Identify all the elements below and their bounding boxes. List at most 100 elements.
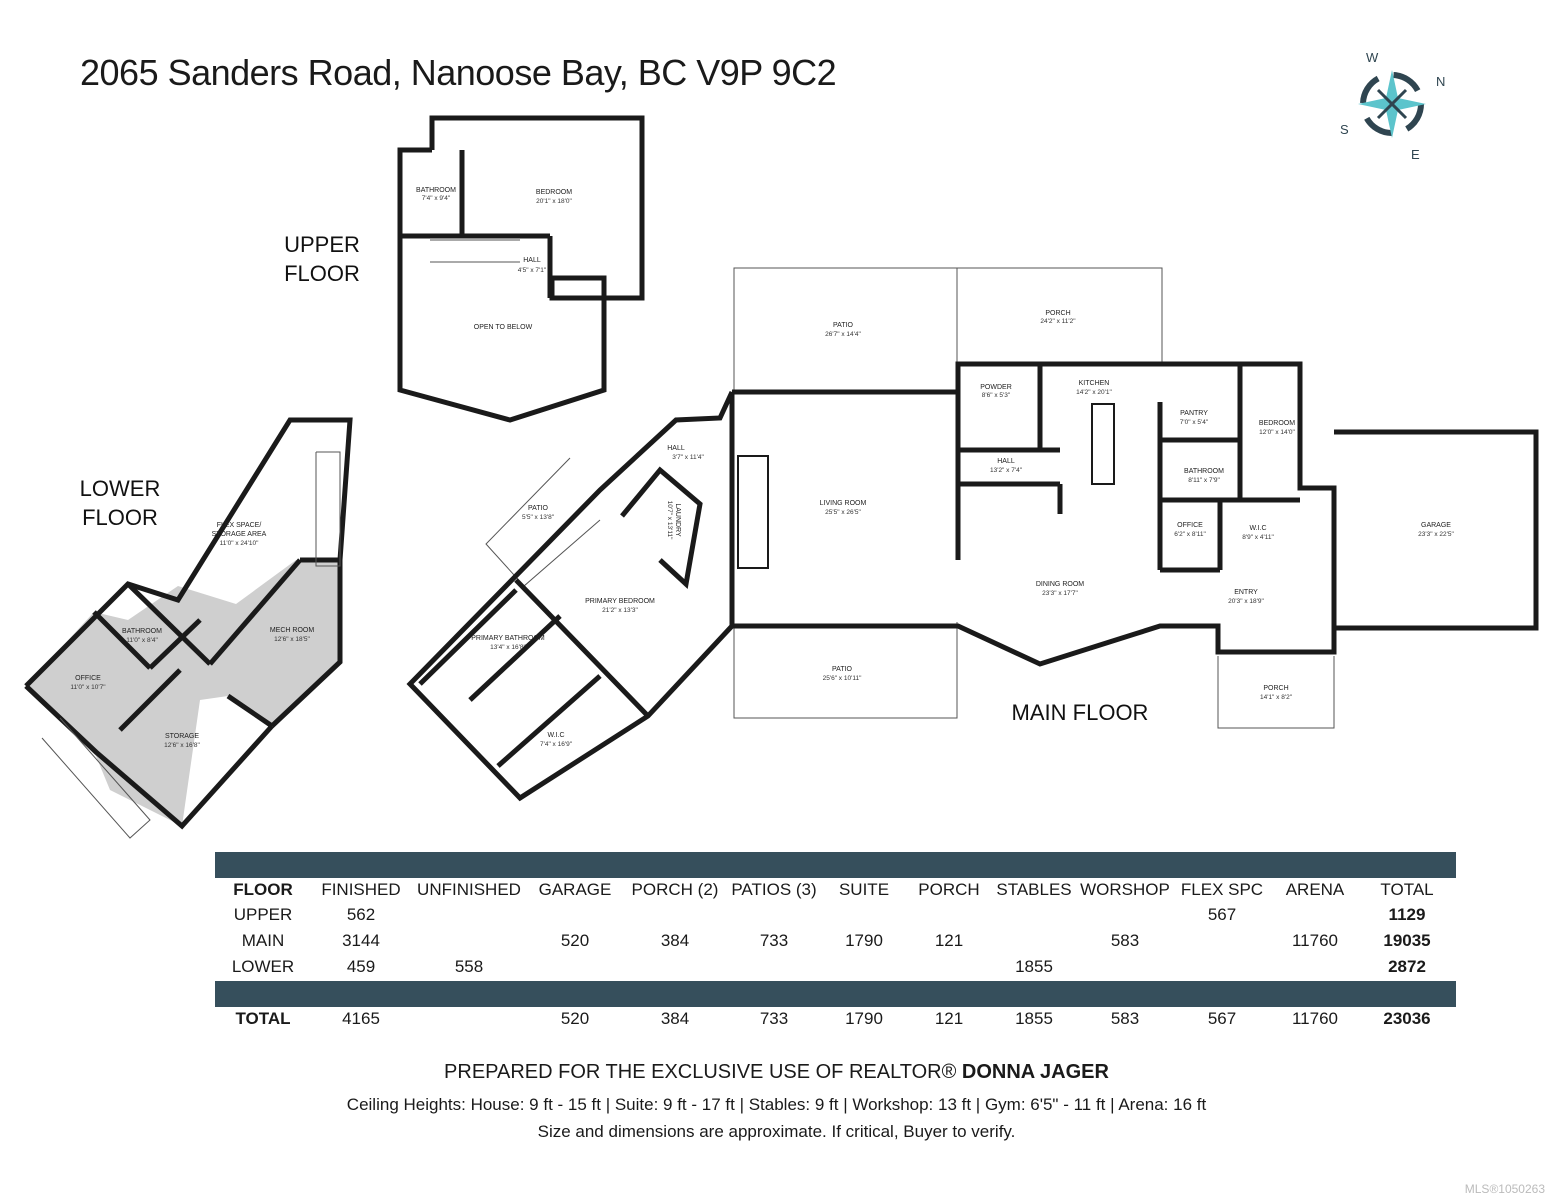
powder-label: POWDER (980, 384, 1012, 391)
flex-space-label-1: FLEX SPACE/ (217, 522, 262, 529)
primary-bedroom-dim: 21'2" x 13'3" (602, 607, 638, 614)
mech-room-dim: 12'6" x 18'5" (274, 636, 310, 643)
upper-bedroom-dim: 20'1" x 18'0" (536, 198, 572, 205)
porch-top-dim: 24'2" x 11'2" (1040, 318, 1076, 325)
garage-label: GARAGE (1421, 522, 1451, 529)
lower-office-dim: 11'0" x 10'7" (70, 684, 106, 691)
lower-floor-label-line2: FLOOR (82, 505, 158, 530)
table-header-cell: ARENA (1285, 880, 1345, 899)
upper-floor-plan: BATHROOM 7'4" x 9'4" BEDROOM 20'1" x 18'… (397, 115, 645, 423)
main-hall-left-dim: 3'7" x 11'4" (672, 454, 704, 461)
table-cell-total: 2872 (1388, 957, 1426, 976)
table-total-bar (215, 981, 1456, 1007)
main-hall-label: HALL (997, 458, 1015, 465)
property-address-title: 2065 Sanders Road, Nanoose Bay, BC V9P 9… (80, 52, 837, 93)
primary-bathroom-label: PRIMARY BATHROOM (471, 635, 545, 642)
open-to-below-label: OPEN TO BELOW (474, 324, 533, 331)
mech-room-label: MECH ROOM (270, 627, 315, 634)
table-cell: 567 (1207, 1009, 1237, 1028)
upper-bathroom-dim: 7'4" x 9'4" (422, 195, 451, 202)
kitchen-label: KITCHEN (1079, 380, 1110, 387)
table-cell: 583 (1110, 1009, 1140, 1028)
wic-primary-label: W.I.C (547, 732, 564, 739)
table-header-cell: WORSHOP (1080, 880, 1170, 899)
patio-small-dim: 5'5" x 13'8" (522, 514, 555, 521)
table-header-row: FLOOR FINISHED UNFINISHED GARAGE PORCH (… (215, 880, 1456, 904)
patio-bottom-label: PATIO (832, 666, 853, 673)
table-header-cell: FINISHED (321, 880, 401, 899)
table-cell-total: 1129 (1388, 905, 1426, 924)
flex-space-dim: 11'0" x 24'10" (220, 540, 259, 547)
table-cell: 3144 (342, 931, 380, 950)
upper-bedroom-label: BEDROOM (536, 189, 572, 196)
table-cell: 567 (1207, 905, 1237, 924)
patio-top-dim: 26'7" x 14'4" (825, 331, 861, 338)
disclaimer: Size and dimensions are approximate. If … (537, 1122, 1016, 1141)
table-header-cell: GARAGE (538, 880, 612, 899)
dining-room-label: DINING ROOM (1036, 581, 1084, 588)
porch-bottom-dim: 14'1" x 8'2" (1260, 694, 1293, 701)
lower-bathroom-label: BATHROOM (122, 628, 162, 635)
main-bathroom-label: BATHROOM (1184, 468, 1224, 475)
primary-bathroom-dim: 13'4" x 16'8" (490, 644, 526, 651)
dining-room-dim: 23'3" x 17'7" (1042, 590, 1078, 597)
table-cell: 1855 (1015, 1009, 1053, 1028)
table-header-cell: PATIOS (3) (731, 880, 817, 899)
compass-s-label: S (1340, 122, 1349, 137)
living-room-label: LIVING ROOM (820, 500, 867, 507)
table-cell: MAIN (241, 931, 285, 950)
patio-top-label: PATIO (833, 322, 854, 329)
table-cell: 733 (759, 931, 789, 950)
upper-floor-label-line1: UPPER (284, 232, 360, 257)
table-cell: 583 (1110, 931, 1140, 950)
table-cell: LOWER (231, 957, 295, 976)
table-row-upper: UPPER 562 567 1129 (215, 905, 1456, 929)
entry-dim: 20'3" x 18'9" (1228, 598, 1264, 605)
table-header-bar (215, 852, 1456, 878)
table-header-cell: PORCH (2) (631, 880, 719, 899)
main-bedroom-label: BEDROOM (1259, 420, 1295, 427)
porch-bottom-label: PORCH (1263, 685, 1288, 692)
area-table-total: TOTAL 4165 520 384 733 1790 121 1855 583… (215, 1009, 1456, 1033)
wic-main-label: W.I.C (1249, 525, 1266, 532)
ceiling-heights: Ceiling Heights: House: 9 ft - 15 ft | S… (346, 1095, 1207, 1114)
compass-e-label: E (1411, 147, 1420, 162)
upper-floor-label-line2: FLOOR (284, 261, 360, 286)
kitchen-dim: 14'2" x 20'1" (1076, 389, 1112, 396)
table-cell: 733 (759, 1009, 789, 1028)
table-cell: 4165 (342, 1009, 380, 1028)
compass-n-label: N (1436, 74, 1445, 89)
table-cell: 121 (934, 931, 964, 950)
patio-bottom-dim: 25'6" x 10'11" (823, 675, 862, 682)
table-header-cell: TOTAL (1380, 880, 1434, 899)
primary-bedroom-label: PRIMARY BEDROOM (585, 598, 655, 605)
lower-floor-label: LOWER FLOOR (70, 474, 170, 532)
upper-floor-label: UPPER FLOOR (272, 230, 372, 288)
pantry-label: PANTRY (1180, 410, 1208, 417)
laundry-label: LAUNDRY (674, 503, 681, 537)
lower-bathroom-dim: 11'0" x 8'4" (126, 637, 158, 644)
table-cell: 520 (560, 1009, 590, 1028)
upper-hall-label: HALL (523, 257, 541, 264)
entry-label: ENTRY (1234, 589, 1258, 596)
table-header-cell: SUITE (838, 880, 890, 899)
lower-floor-plan: FLEX SPACE/ STORAGE AREA 11'0" x 24'10" … (24, 417, 353, 839)
main-hall-left-label: HALL (667, 445, 685, 452)
table-header-cell: STABLES (996, 880, 1072, 899)
lower-office-label: OFFICE (75, 675, 101, 682)
table-cell: UPPER (233, 905, 293, 924)
living-room-dim: 25'5" x 26'5" (825, 509, 861, 516)
pantry-dim: 7'0" x 5'4" (1180, 419, 1209, 426)
table-cell-total: 19035 (1383, 931, 1431, 950)
wic-primary-dim: 7'4" x 16'9" (540, 741, 573, 748)
table-header-cell: UNFINISHED (417, 880, 521, 899)
storage-label: STORAGE (165, 733, 199, 740)
table-cell: 11760 (1291, 1009, 1338, 1028)
realtor-name: DONNA JAGER (961, 1061, 1109, 1083)
table-cell: TOTAL (235, 1009, 291, 1028)
prepared-for-line: PREPARED FOR THE EXCLUSIVE USE OF REALTO… (0, 1061, 1553, 1084)
main-hall-dim: 13'2" x 7'4" (990, 467, 1023, 474)
floor-plan-drawing: W N S E BATHROOM 7'4" x 9'4" BEDROOM 20'… (24, 50, 1539, 839)
storage-dim: 12'6" x 16'8" (164, 742, 200, 749)
area-table: FLOOR FINISHED UNFINISHED GARAGE PORCH (… (215, 880, 1456, 980)
